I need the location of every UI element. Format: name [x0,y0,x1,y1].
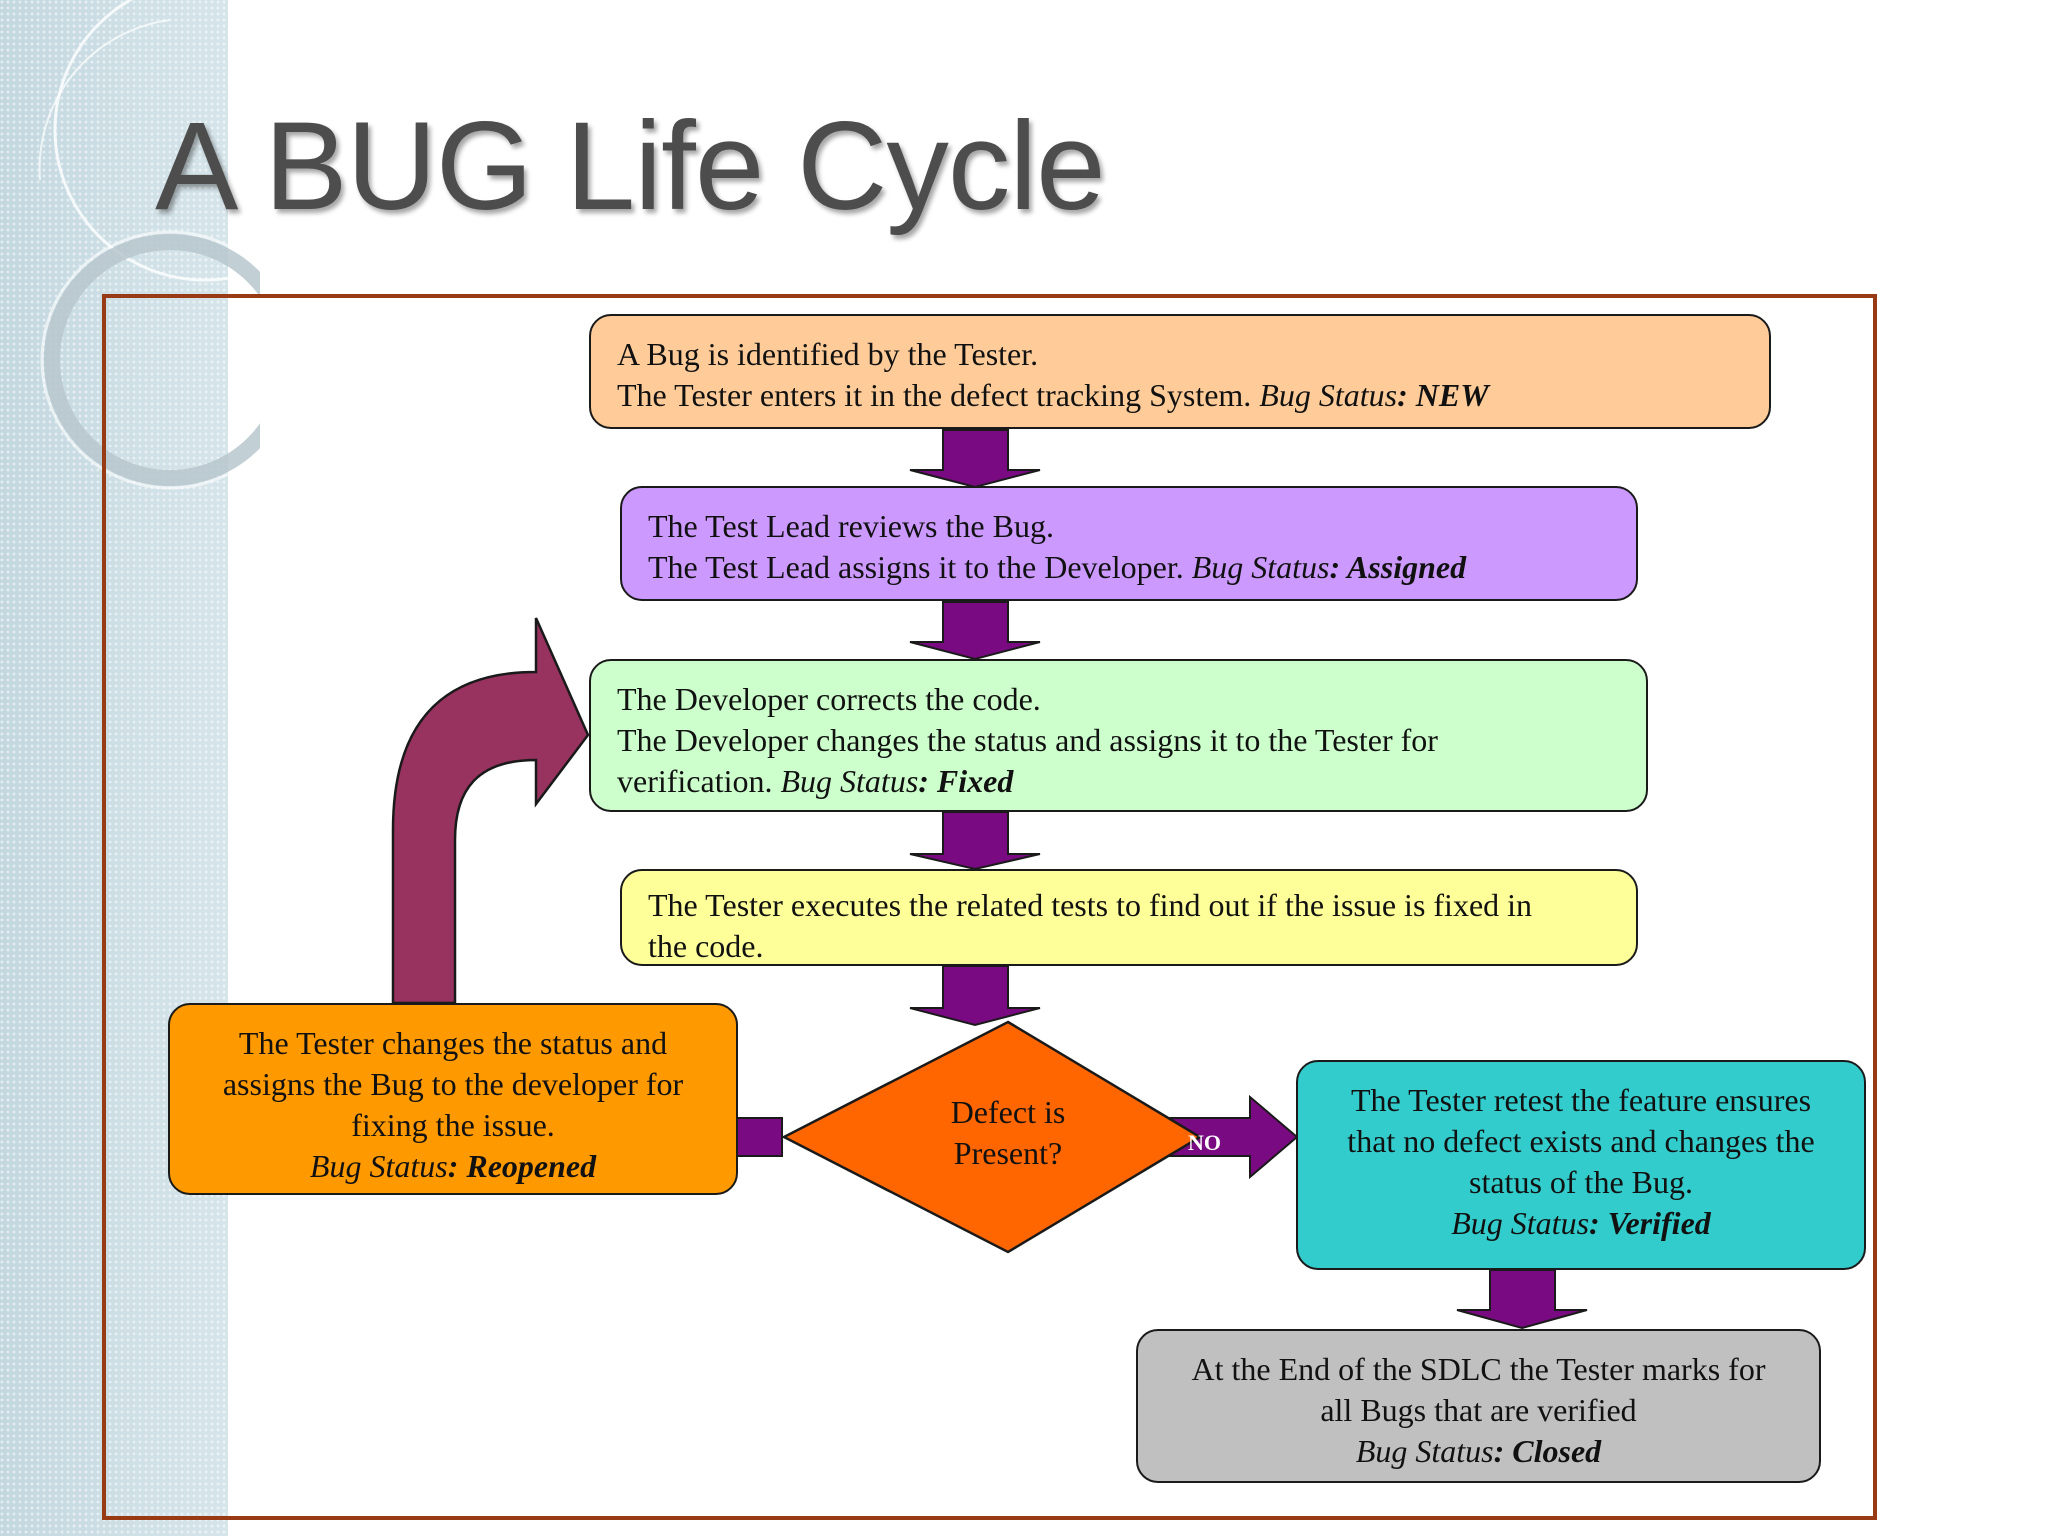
status-prefix: Bug Status [309,1148,448,1184]
step-closed-line1: At the End of the SDLC the Tester marks … [1191,1351,1766,1387]
step-assigned-line2-row: The Test Lead assigns it to the Develope… [648,547,1612,588]
step-new-line2-row: The Tester enters it in the defect track… [617,375,1745,416]
step-assigned-line2: The Test Lead assigns it to the Develope… [648,549,1192,585]
status-prefix: Bug Status [1259,377,1398,413]
down-arrow-4 [909,965,1041,1027]
down-arrow-2 [909,601,1041,661]
status-value: : Reopened [447,1148,597,1184]
status-value: : Fixed [918,763,1014,799]
no-label: NO [1188,1130,1221,1155]
step-fixed-status: Bug Status: Fixed [780,763,1013,799]
step-reopened-line3: fixing the issue. [351,1107,555,1143]
status-prefix: Bug Status [1191,549,1330,585]
step-assigned-box: The Test Lead reviews the Bug. The Test … [620,486,1638,601]
step-reopened-status: Bug Status: Reopened [180,1146,726,1187]
status-value: : Closed [1493,1433,1602,1469]
step-reopened-box: The Tester changes the status and assign… [168,1003,738,1195]
status-prefix: Bug Status [1451,1205,1590,1241]
diagram-frame [102,294,1877,1520]
status-value: : NEW [1397,377,1489,413]
step-assigned-status: Bug Status: Assigned [1192,549,1466,585]
down-arrow-1 [909,429,1041,489]
decorative-rings [38,0,260,490]
step-assigned-line1: The Test Lead reviews the Bug. [648,508,1054,544]
connector-reopened [736,1117,783,1157]
step-reopened-line1: The Tester changes the status and [238,1025,668,1061]
step-new-box: A Bug is identified by the Tester. The T… [589,314,1771,429]
step-verified-line1: The Tester retest the feature ensures [1350,1082,1812,1118]
step-closed-box: At the End of the SDLC the Tester marks … [1136,1329,1821,1483]
step-verified-line3: status of the Bug. [1469,1164,1693,1200]
status-prefix: Bug Status [1355,1433,1494,1469]
decision-line1: Defect is [950,1094,1066,1130]
status-value: : Verified [1589,1205,1711,1241]
loop-arrow [391,617,590,1005]
status-prefix: Bug Status [780,763,919,799]
step-test-box: The Tester executes the related tests to… [620,869,1638,966]
no-arrow [1167,1094,1299,1180]
down-arrow-5 [1456,1269,1588,1330]
step-fixed-line1: The Developer corrects the code. [617,681,1041,717]
step-reopened-line2: assigns the Bug to the developer for [222,1066,684,1102]
step-fixed-line3: verification. [617,763,781,799]
step-verified-status: Bug Status: Verified [1308,1203,1854,1244]
step-new-line2: The Tester enters it in the defect track… [617,377,1260,413]
step-verified-box: The Tester retest the feature ensures th… [1296,1060,1866,1270]
step-fixed-line2: The Developer changes the status and ass… [617,722,1438,758]
status-value: : Assigned [1329,549,1467,585]
step-closed-line2: all Bugs that are verified [1320,1392,1637,1428]
step-test-line2: the code. [648,928,764,964]
step-fixed-box: The Developer corrects the code. The Dev… [589,659,1648,812]
step-verified-line2: that no defect exists and changes the [1347,1123,1815,1159]
step-new-status: Bug Status: NEW [1259,377,1488,413]
step-test-line1: The Tester executes the related tests to… [648,887,1533,923]
decision-diamond [781,1020,1203,1254]
down-arrow-3 [909,811,1041,871]
decision-line2: Present? [953,1135,1063,1171]
step-closed-status: Bug Status: Closed [1148,1431,1809,1472]
decision-text: Defect is Present? [900,1092,1116,1174]
step-fixed-line3-row: verification. Bug Status: Fixed [617,761,1622,802]
step-new-line1: A Bug is identified by the Tester. [617,336,1039,372]
slide-title: A BUG Life Cycle [155,97,1106,236]
